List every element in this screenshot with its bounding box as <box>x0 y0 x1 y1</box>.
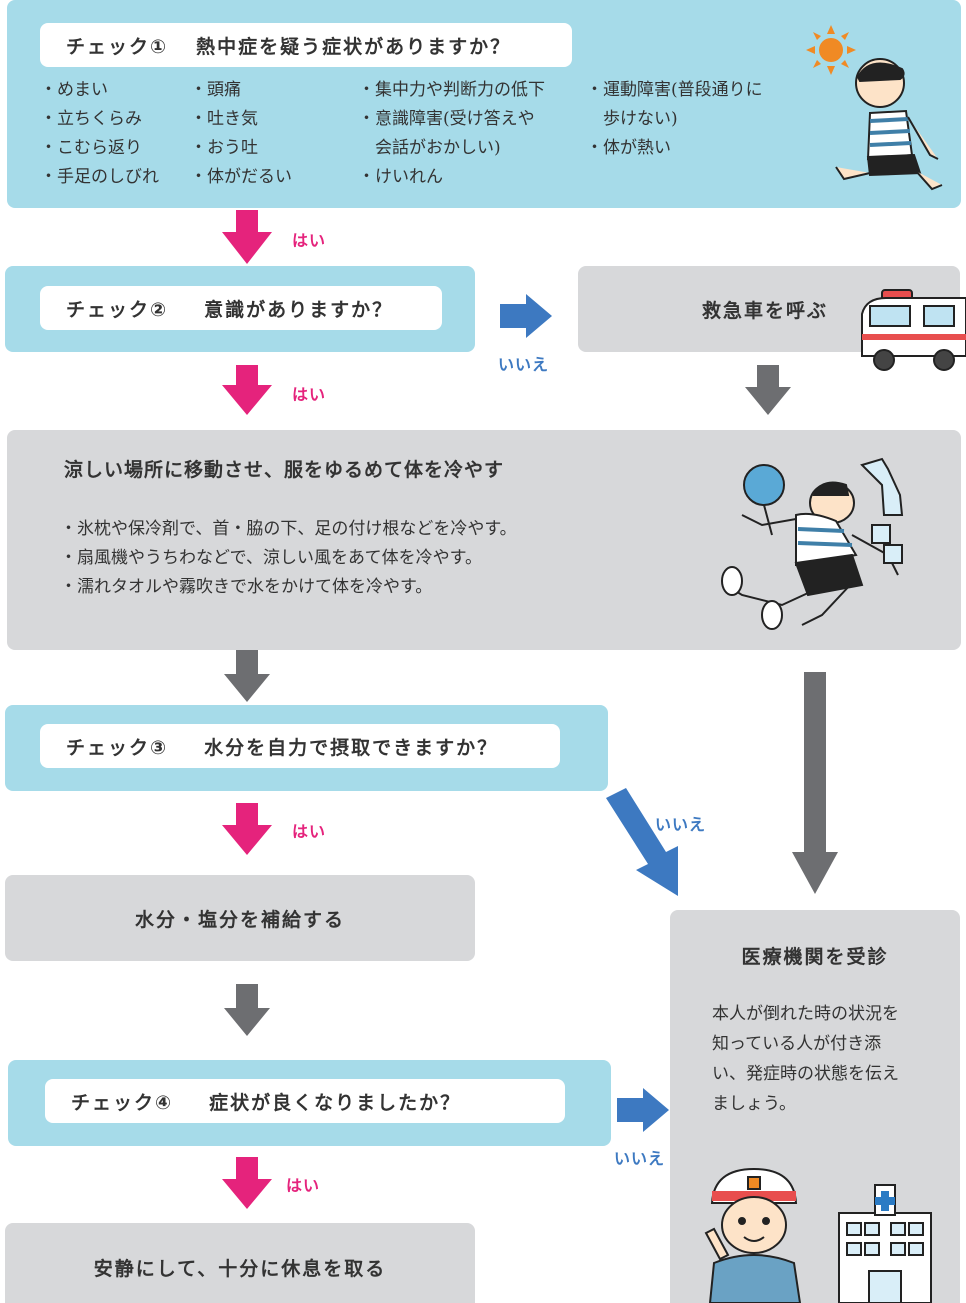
hospital-text-line: い、発症時の状態を伝え <box>712 1064 899 1084</box>
hospital-title: 医療機関を受診 <box>741 946 889 968</box>
symptom-item: ・頭痛 <box>190 80 241 100</box>
yes-arrow-1 <box>222 210 272 264</box>
lying-boy-cooling-icon <box>721 457 904 630</box>
symptom-item: ・こむら返り <box>40 138 142 158</box>
paramedic-icon <box>704 1167 802 1303</box>
yes-arrow-2 <box>222 365 272 415</box>
symptom-list-3: ・集中力や判断力の低下 ・意識障害(受け答えや 会話がおかしい) ・けいれん <box>358 76 545 192</box>
hospital-text: 本人が倒れた時の状況を 知っている人が付き添 い、発症時の状態を伝え ましょう。 <box>712 999 899 1119</box>
check2-header: チェック② 意識がありますか？ <box>40 286 442 330</box>
ambulance-title: 救急車を呼ぶ <box>701 300 828 322</box>
symptom-item: ・意識障害(受け答えや <box>358 109 535 129</box>
symptom-item: ・立ちくらみ <box>40 109 142 129</box>
down-arrow-cooling <box>224 650 270 702</box>
answer-no-1: いいえ <box>498 355 550 374</box>
sun-icon <box>806 25 856 75</box>
symptom-item: ・けいれん <box>358 167 443 187</box>
hospital-building-icon <box>838 1184 932 1303</box>
yes-arrow-3 <box>222 803 272 855</box>
symptom-item: ・おう吐 <box>190 138 258 158</box>
hospital-text-line: 知っている人が付き添 <box>712 1034 882 1054</box>
cooling-item: ・濡れタオルや霧吹きで水をかけて体を冷やす。 <box>60 577 433 597</box>
check1-header: チェック① 熱中症を疑う症状がありますか？ <box>40 23 572 67</box>
symptom-item: ・吐き気 <box>190 109 258 129</box>
check3-question: 水分を自力で摂取できますか？ <box>204 736 499 759</box>
symptom-item: ・手足のしびれ <box>40 167 159 187</box>
answer-yes-3: はい <box>292 822 327 841</box>
check2-question: 意識がありますか？ <box>204 298 394 321</box>
check4-label: チェック④ <box>71 1091 174 1114</box>
yes-arrow-4 <box>222 1157 272 1209</box>
answer-yes-1: はい <box>292 231 327 250</box>
symptom-item: 会話がおかしい) <box>358 138 501 158</box>
no-arrow-3 <box>617 1088 669 1132</box>
hydrate-title: 水分・塩分を補給する <box>134 909 345 931</box>
check4-header: チェック④ 症状が良くなりましたか？ <box>45 1079 565 1123</box>
cooling-item: ・扇風機やうちわなどで、涼しい風をあて体を冷やす。 <box>60 548 482 568</box>
answer-no-2: いいえ <box>655 815 707 834</box>
check4-question: 症状が良くなりましたか？ <box>209 1091 462 1114</box>
symptom-list-4: ・運動障害(普段通りに 歩けない) ・体が熱い <box>586 76 763 163</box>
answer-yes-2: はい <box>292 385 327 404</box>
check1-label: チェック① <box>66 35 169 58</box>
hospital-text-line: 本人が倒れた時の状況を <box>712 1004 899 1024</box>
cooling-item: ・氷枕や保冷剤で、首・脇の下、足の付け根などを冷やす。 <box>60 519 517 539</box>
answer-no-3: いいえ <box>614 1149 666 1168</box>
down-arrow-ambulance <box>745 365 791 415</box>
hospital-text-line: ましょう。 <box>712 1094 796 1114</box>
hydrate-panel <box>5 875 475 961</box>
cooling-title: 涼しい場所に移動させ、服をゆるめて体を冷やす <box>64 459 505 481</box>
sick-boy-sitting-icon <box>835 58 943 191</box>
no-arrow-1 <box>500 294 552 338</box>
check2-label: チェック② <box>66 298 169 321</box>
cooling-list: ・氷枕や保冷剤で、首・脇の下、足の付け根などを冷やす。 ・扇風機やうちわなどで、… <box>60 515 517 602</box>
symptom-item: ・体が熱い <box>586 138 671 158</box>
symptom-list-1: ・めまい ・立ちくらみ ・こむら返り ・手足のしびれ <box>40 76 159 192</box>
symptom-item: ・めまい <box>40 80 108 100</box>
answer-yes-4: はい <box>286 1176 321 1195</box>
rest-panel <box>5 1223 475 1303</box>
check1-question: 熱中症を疑う症状がありますか？ <box>196 35 512 58</box>
no-arrow-2 <box>606 788 678 896</box>
symptom-item: ・集中力や判断力の低下 <box>358 80 545 100</box>
down-arrow-hydrate <box>224 984 270 1036</box>
symptom-item: ・体がだるい <box>190 167 292 187</box>
check3-header: チェック③ 水分を自力で摂取できますか？ <box>40 724 560 768</box>
symptom-item: ・運動障害(普段通りに <box>586 80 763 100</box>
long-down-arrow <box>792 672 838 894</box>
symptom-list-2: ・頭痛 ・吐き気 ・おう吐 ・体がだるい <box>190 76 292 192</box>
rest-title: 安静にして、十分に休息を取る <box>93 1258 387 1280</box>
ambulance-icon <box>861 289 966 371</box>
symptom-item: 歩けない) <box>586 109 678 129</box>
check3-label: チェック③ <box>66 736 169 759</box>
